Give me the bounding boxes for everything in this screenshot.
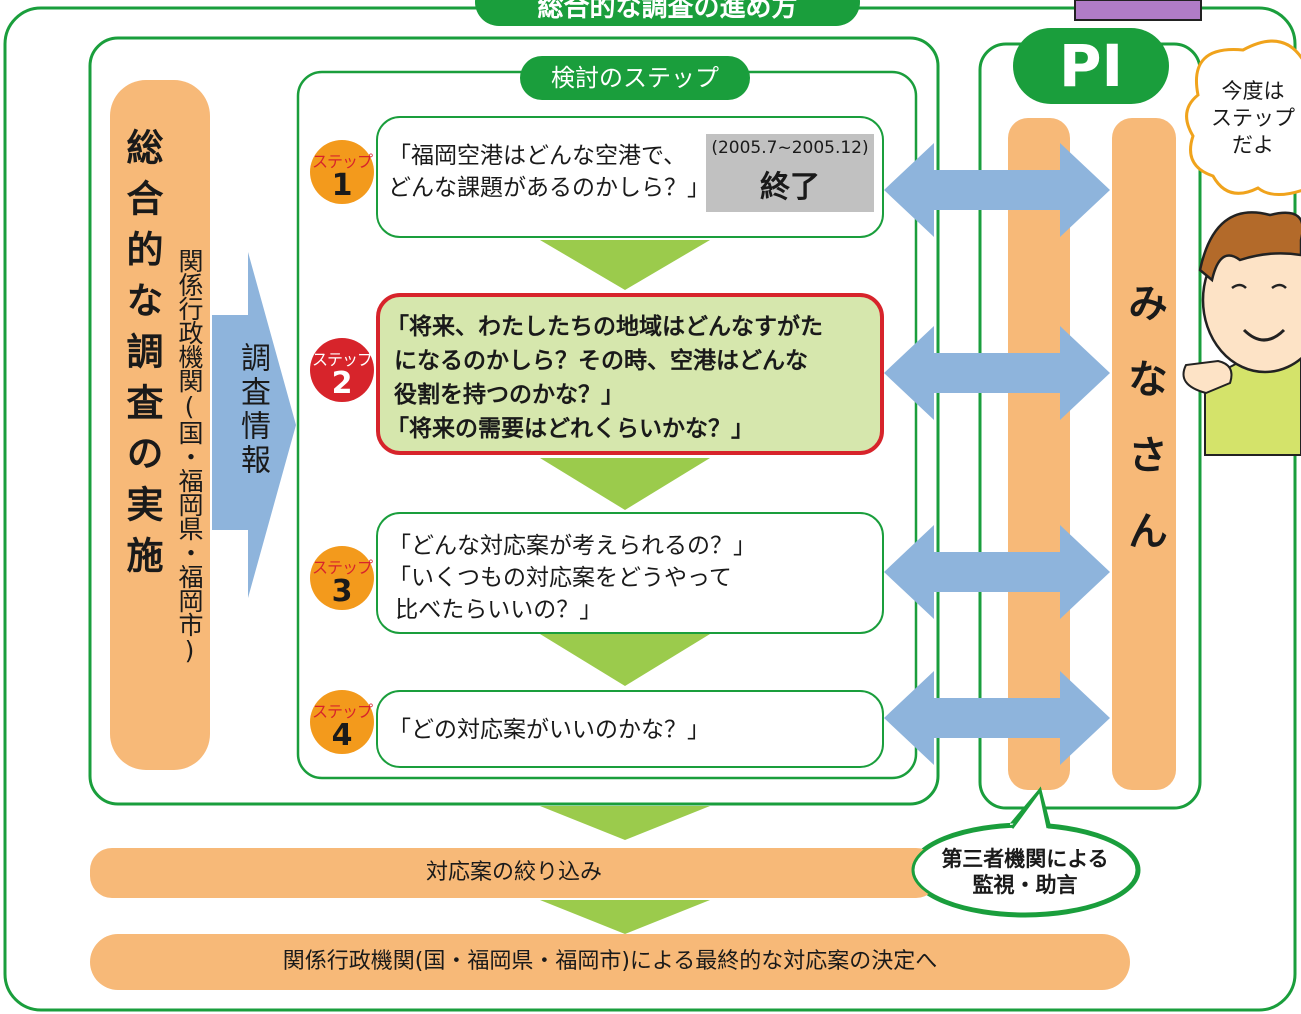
step-2-number: 2: [331, 366, 353, 401]
step-1-question: 「福岡空港はどんな空港で、 どんな課題があるのかしら？」: [388, 143, 710, 201]
step-4-number: 4: [331, 718, 353, 753]
down-arrow-3: [540, 634, 710, 686]
step-2-badge-label: ステップ: [311, 350, 373, 369]
minasan-column: [1112, 118, 1176, 790]
step-3-box: [376, 512, 884, 634]
main-study-label: 総合的な調査の実施: [120, 128, 163, 587]
down-arrow-5: [540, 900, 710, 934]
step-2-question: 「将来、わたしたちの地域はどんなすがた になるのかしら？その時、空港はどんな 役…: [386, 314, 823, 442]
step-1-badge-label: ステップ: [311, 152, 373, 171]
step-2-badge: ステップ 2: [310, 338, 374, 402]
pi-title: PI: [1013, 28, 1169, 104]
final-decision-bar: 関係行政機関(国・福岡県・福岡市)による最終的な対応案の決定へ: [90, 934, 1130, 990]
step-4-question: 「どの対応案がいいのかな？」: [388, 717, 710, 743]
down-arrow-4: [540, 806, 710, 840]
step-1-status-box: (2005.7~2005.12) 終了: [706, 134, 874, 212]
two-way-arrows: [884, 143, 1110, 765]
step-1-status: 終了: [760, 170, 820, 205]
step-4-badge: ステップ 4: [310, 690, 374, 754]
step-3-badge: ステップ 3: [310, 546, 374, 610]
step-1-badge: ステップ 1: [310, 140, 374, 204]
step-4-badge-label: ステップ: [311, 702, 373, 721]
header-title: 総合的な調査の進め方: [475, 0, 860, 26]
step-3-number: 3: [331, 574, 353, 609]
step-3-badge-label: ステップ: [311, 558, 373, 577]
step-3-question: 「どんな対応案が考えられるの？」 「いくつもの対応案をどうやって 比べたらいいの…: [388, 533, 756, 623]
research-info-arrow: [212, 252, 296, 598]
down-arrow-1: [540, 240, 710, 290]
narrowing-bar: 対応案の絞り込み: [90, 848, 938, 898]
monitor-bubble-text: 第三者機関による 監視・助言: [941, 847, 1109, 897]
down-arrow-2: [540, 458, 710, 510]
left-orange-column: [110, 80, 210, 770]
pi-orange-column: [1008, 118, 1070, 790]
speech-bubble-shape: [1185, 39, 1301, 196]
agencies-label: 関係行政機関(国・福岡県・福岡市): [175, 248, 204, 664]
step-1-number: 1: [331, 168, 353, 203]
step-2-box: [376, 293, 884, 455]
speech-bubble-text: 今度は ステップ だよ: [1211, 79, 1295, 157]
step-1-period: (2005.7~2005.12): [711, 138, 869, 158]
steps-panel-title: 検討のステップ: [520, 56, 750, 100]
minasan-label: みなさん: [1121, 282, 1167, 586]
step-4-box: [376, 690, 884, 768]
character-illustration: [1074, 0, 1301, 456]
research-info-label: 調査情報: [235, 342, 270, 478]
